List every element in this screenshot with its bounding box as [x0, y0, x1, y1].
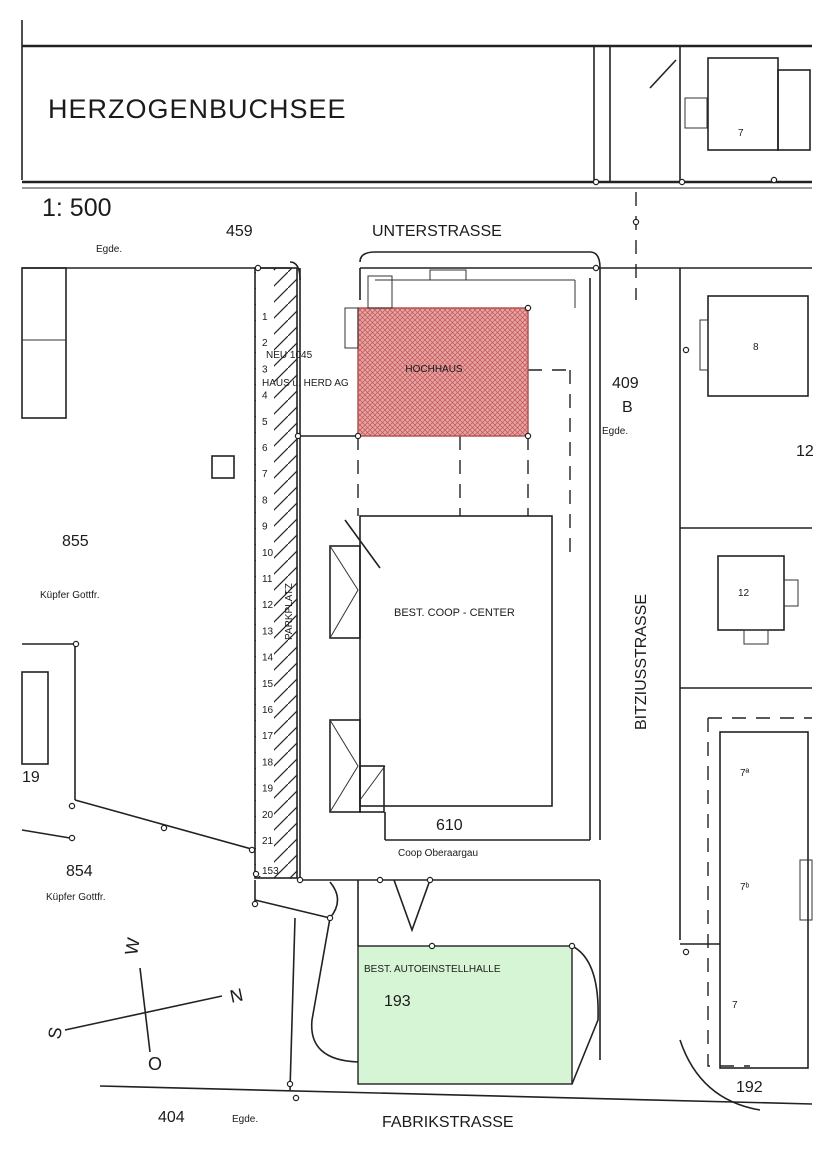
survey-point: [682, 948, 690, 956]
parcel-19: 19: [22, 769, 40, 786]
parking-space-number: 8: [262, 495, 268, 506]
survey-point: [286, 1080, 294, 1088]
house-7a: 7ª: [740, 768, 750, 779]
parcel-459-owner: Egde.: [96, 244, 122, 255]
parcel-610-owner: Coop Oberaargau: [398, 848, 478, 859]
parking-space-number: 16: [262, 705, 274, 716]
survey-point: [354, 432, 362, 440]
street-bitziusstrasse: BITZIUSSTRASSE: [633, 594, 650, 730]
survey-points: [68, 176, 778, 1102]
survey-point: [428, 942, 436, 950]
house-7c: 7: [732, 1000, 738, 1011]
parking-space-number: 6: [262, 443, 268, 454]
parking-space-number: 20: [262, 810, 274, 821]
right-houses: [680, 295, 813, 1069]
parking-space-number: 13: [262, 626, 274, 637]
survey-point: [72, 640, 80, 648]
survey-point: [524, 304, 532, 312]
parcel-610: 610: [436, 817, 463, 834]
survey-point: [632, 218, 640, 226]
top-right-block: [593, 46, 811, 300]
survey-point: [251, 900, 259, 908]
survey-point: [296, 876, 304, 884]
survey-point: [254, 264, 262, 272]
compass-n: N: [228, 985, 245, 1007]
parcel-855: 855: [62, 533, 89, 550]
parking-space-number: 11: [262, 574, 273, 585]
parcel-192: 192: [736, 1079, 763, 1096]
parcel-409-owner: Egde.: [602, 426, 628, 437]
parcel-855-owner: Küpfer Gottfr.: [40, 590, 99, 601]
survey-point: [592, 264, 600, 272]
survey-point: [252, 870, 260, 878]
autoeinstellhalle-building: [254, 879, 599, 1091]
parking-space-number: 18: [262, 757, 274, 768]
street-lines: [22, 251, 813, 1111]
parking-space-number: 19: [262, 784, 274, 795]
parking-space-number: 10: [262, 548, 274, 559]
map-scale: 1: 500: [42, 194, 112, 222]
parking-space-number: 7: [262, 469, 268, 480]
parking-space-number: 9: [262, 522, 268, 533]
parking-space-number: 21: [262, 836, 274, 847]
coop-center-building: [300, 278, 591, 841]
survey-point: [682, 346, 690, 354]
survey-point: [426, 876, 434, 884]
parking-strip: [254, 267, 298, 879]
parking-space-number: 15: [262, 679, 274, 690]
survey-point: [68, 802, 76, 810]
house-12b: 12: [738, 588, 750, 599]
parking-space-number: 5: [262, 417, 268, 428]
autoeinstellhalle-label: BEST. AUTOEINSTELLHALLE: [364, 964, 501, 975]
parkplatz-label: PARKPLATZ: [284, 583, 295, 640]
parking-space-number: 17: [262, 731, 274, 742]
coop-center-label: BEST. COOP - CENTER: [394, 607, 515, 619]
survey-point: [292, 1094, 300, 1102]
compass-s: S: [44, 1025, 66, 1040]
house-8: 8: [753, 342, 759, 353]
parcel-193: 193: [384, 993, 411, 1010]
survey-point: [770, 176, 778, 184]
compass-w: W: [121, 936, 144, 956]
parcel-404-owner: Egde.: [232, 1114, 258, 1125]
survey-point: [160, 824, 168, 832]
compass: [64, 967, 223, 1053]
parking-space-number: 2: [262, 338, 268, 349]
parking-space-number: 153: [262, 866, 279, 877]
parcel-854: 854: [66, 863, 93, 880]
survey-point: [592, 178, 600, 186]
parcel-459: 459: [226, 223, 253, 240]
house-12a: 12: [796, 443, 814, 460]
parking-space-number: 12: [262, 600, 274, 611]
parking-space-number: 14: [262, 653, 274, 664]
map-title: HERZOGENBUCHSEE: [48, 94, 347, 124]
left-parcels: [21, 267, 256, 851]
survey-point: [326, 914, 334, 922]
parcel-409: 409: [612, 375, 639, 392]
survey-point: [68, 834, 76, 842]
parcel-854-owner: Küpfer Gottfr.: [46, 892, 105, 903]
survey-point: [376, 876, 384, 884]
survey-point: [524, 432, 532, 440]
street-unterstrasse: UNTERSTRASSE: [372, 223, 502, 240]
parking-space-number: 1: [262, 312, 268, 323]
parking-space-number: 4: [262, 391, 268, 402]
hochhaus-label: HOCHHAUS: [405, 364, 463, 375]
parking-space-number: 3: [262, 364, 268, 375]
survey-point: [294, 432, 302, 440]
parcel-404: 404: [158, 1109, 185, 1126]
haus-herd-label: HAUS u. HERD AG: [262, 378, 349, 389]
hochhaus-building: [344, 269, 576, 437]
survey-point: [248, 846, 256, 854]
compass-o: O: [148, 1054, 162, 1074]
street-fabrikstrasse: FABRIKSTRASSE: [382, 1114, 514, 1131]
house-7b: 7ᵇ: [740, 882, 750, 893]
survey-point: [678, 178, 686, 186]
parcel-409-sub: B: [622, 399, 633, 416]
neu-label: NEU 1045: [266, 350, 313, 361]
house-7-top: 7: [738, 128, 744, 139]
survey-point: [568, 942, 576, 950]
